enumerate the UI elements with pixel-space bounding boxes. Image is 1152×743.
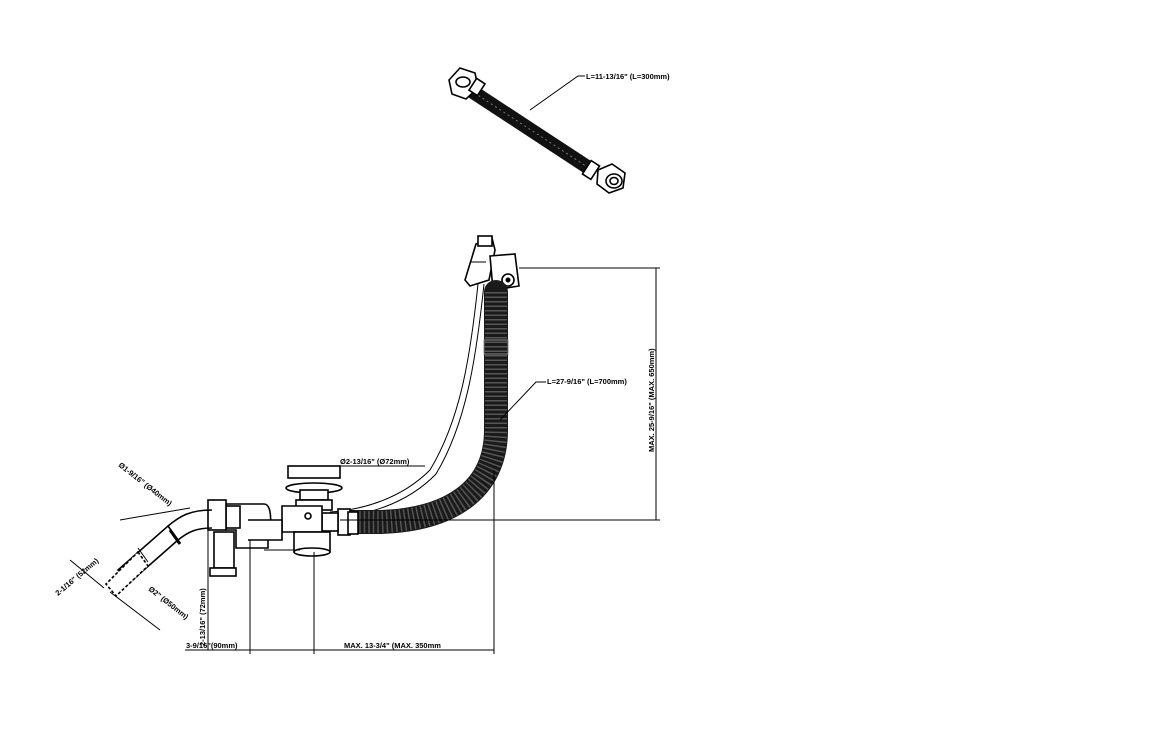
trap-body bbox=[207, 499, 300, 577]
flex-connector-hose bbox=[448, 67, 626, 194]
overflow-height-label: MAX. 25-9/16" (MAX. 650mm) bbox=[647, 348, 656, 452]
pipe-offset-label: 2-1/16" (52mm) bbox=[54, 556, 101, 598]
hose-top-nut bbox=[448, 67, 487, 100]
waste-offset-label: 3-9/16"(90mm) bbox=[186, 641, 238, 650]
trap-outlet-diameter-label: Ø2" (Ø50mm) bbox=[147, 584, 191, 621]
trap-inlet-diameter-label: Ø1-9/16" (Ø40mm) bbox=[117, 460, 174, 508]
outlet-pipe bbox=[104, 509, 213, 598]
dimension-lines bbox=[69, 267, 660, 654]
overflow-assembly bbox=[104, 235, 520, 598]
flex-hose-length-label: L=11-13/16" (L=300mm) bbox=[586, 72, 670, 81]
plug-diameter-label: Ø2-13/16" (Ø72mm) bbox=[340, 457, 410, 466]
max-reach-label: MAX. 13-3/4" (MAX. 350mm bbox=[344, 641, 441, 650]
hose-coupler bbox=[321, 508, 359, 536]
plug-waste-body bbox=[281, 465, 343, 557]
hose-bottom-nut bbox=[581, 159, 626, 194]
drain-hose-length-label: L=27-9/16" (L=700mm) bbox=[547, 377, 627, 386]
trap-height-label: 2-13/16" (72mm) bbox=[198, 588, 207, 646]
drain-hose bbox=[336, 280, 508, 534]
